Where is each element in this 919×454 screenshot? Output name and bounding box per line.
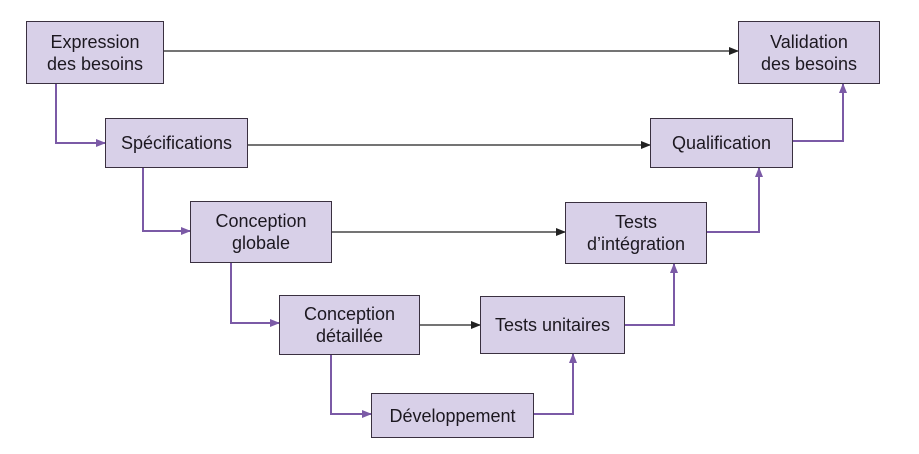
- node-developpement: Développement: [371, 393, 534, 438]
- node-specifications: Spécifications: [105, 118, 248, 168]
- node-expression-des-besoins: Expression des besoins: [26, 21, 164, 84]
- arrow-conception-detaillee-to-developpement: [330, 355, 372, 418]
- node-qualification: Qualification: [650, 118, 793, 168]
- node-tests-integration: Tests d’intégration: [565, 202, 707, 264]
- arrow-qualification-to-validation: [793, 83, 847, 142]
- node-validation-des-besoins: Validation des besoins: [738, 21, 880, 84]
- arrow-conception-globale-to-conception-detaillee: [230, 263, 280, 327]
- node-conception-detaillee: Conception détaillée: [279, 295, 420, 355]
- arrow-tests-unitaires-to-tests-integration: [625, 263, 678, 326]
- arrow-tests-integration-to-qualification: [707, 167, 763, 233]
- node-conception-globale: Conception globale: [190, 201, 332, 263]
- arrow-specifications-to-conception-globale: [142, 168, 191, 235]
- node-tests-unitaires: Tests unitaires: [480, 296, 625, 354]
- arrow-expression-to-specifications: [55, 84, 106, 147]
- arrow-developpement-to-tests-unitaires: [534, 353, 577, 415]
